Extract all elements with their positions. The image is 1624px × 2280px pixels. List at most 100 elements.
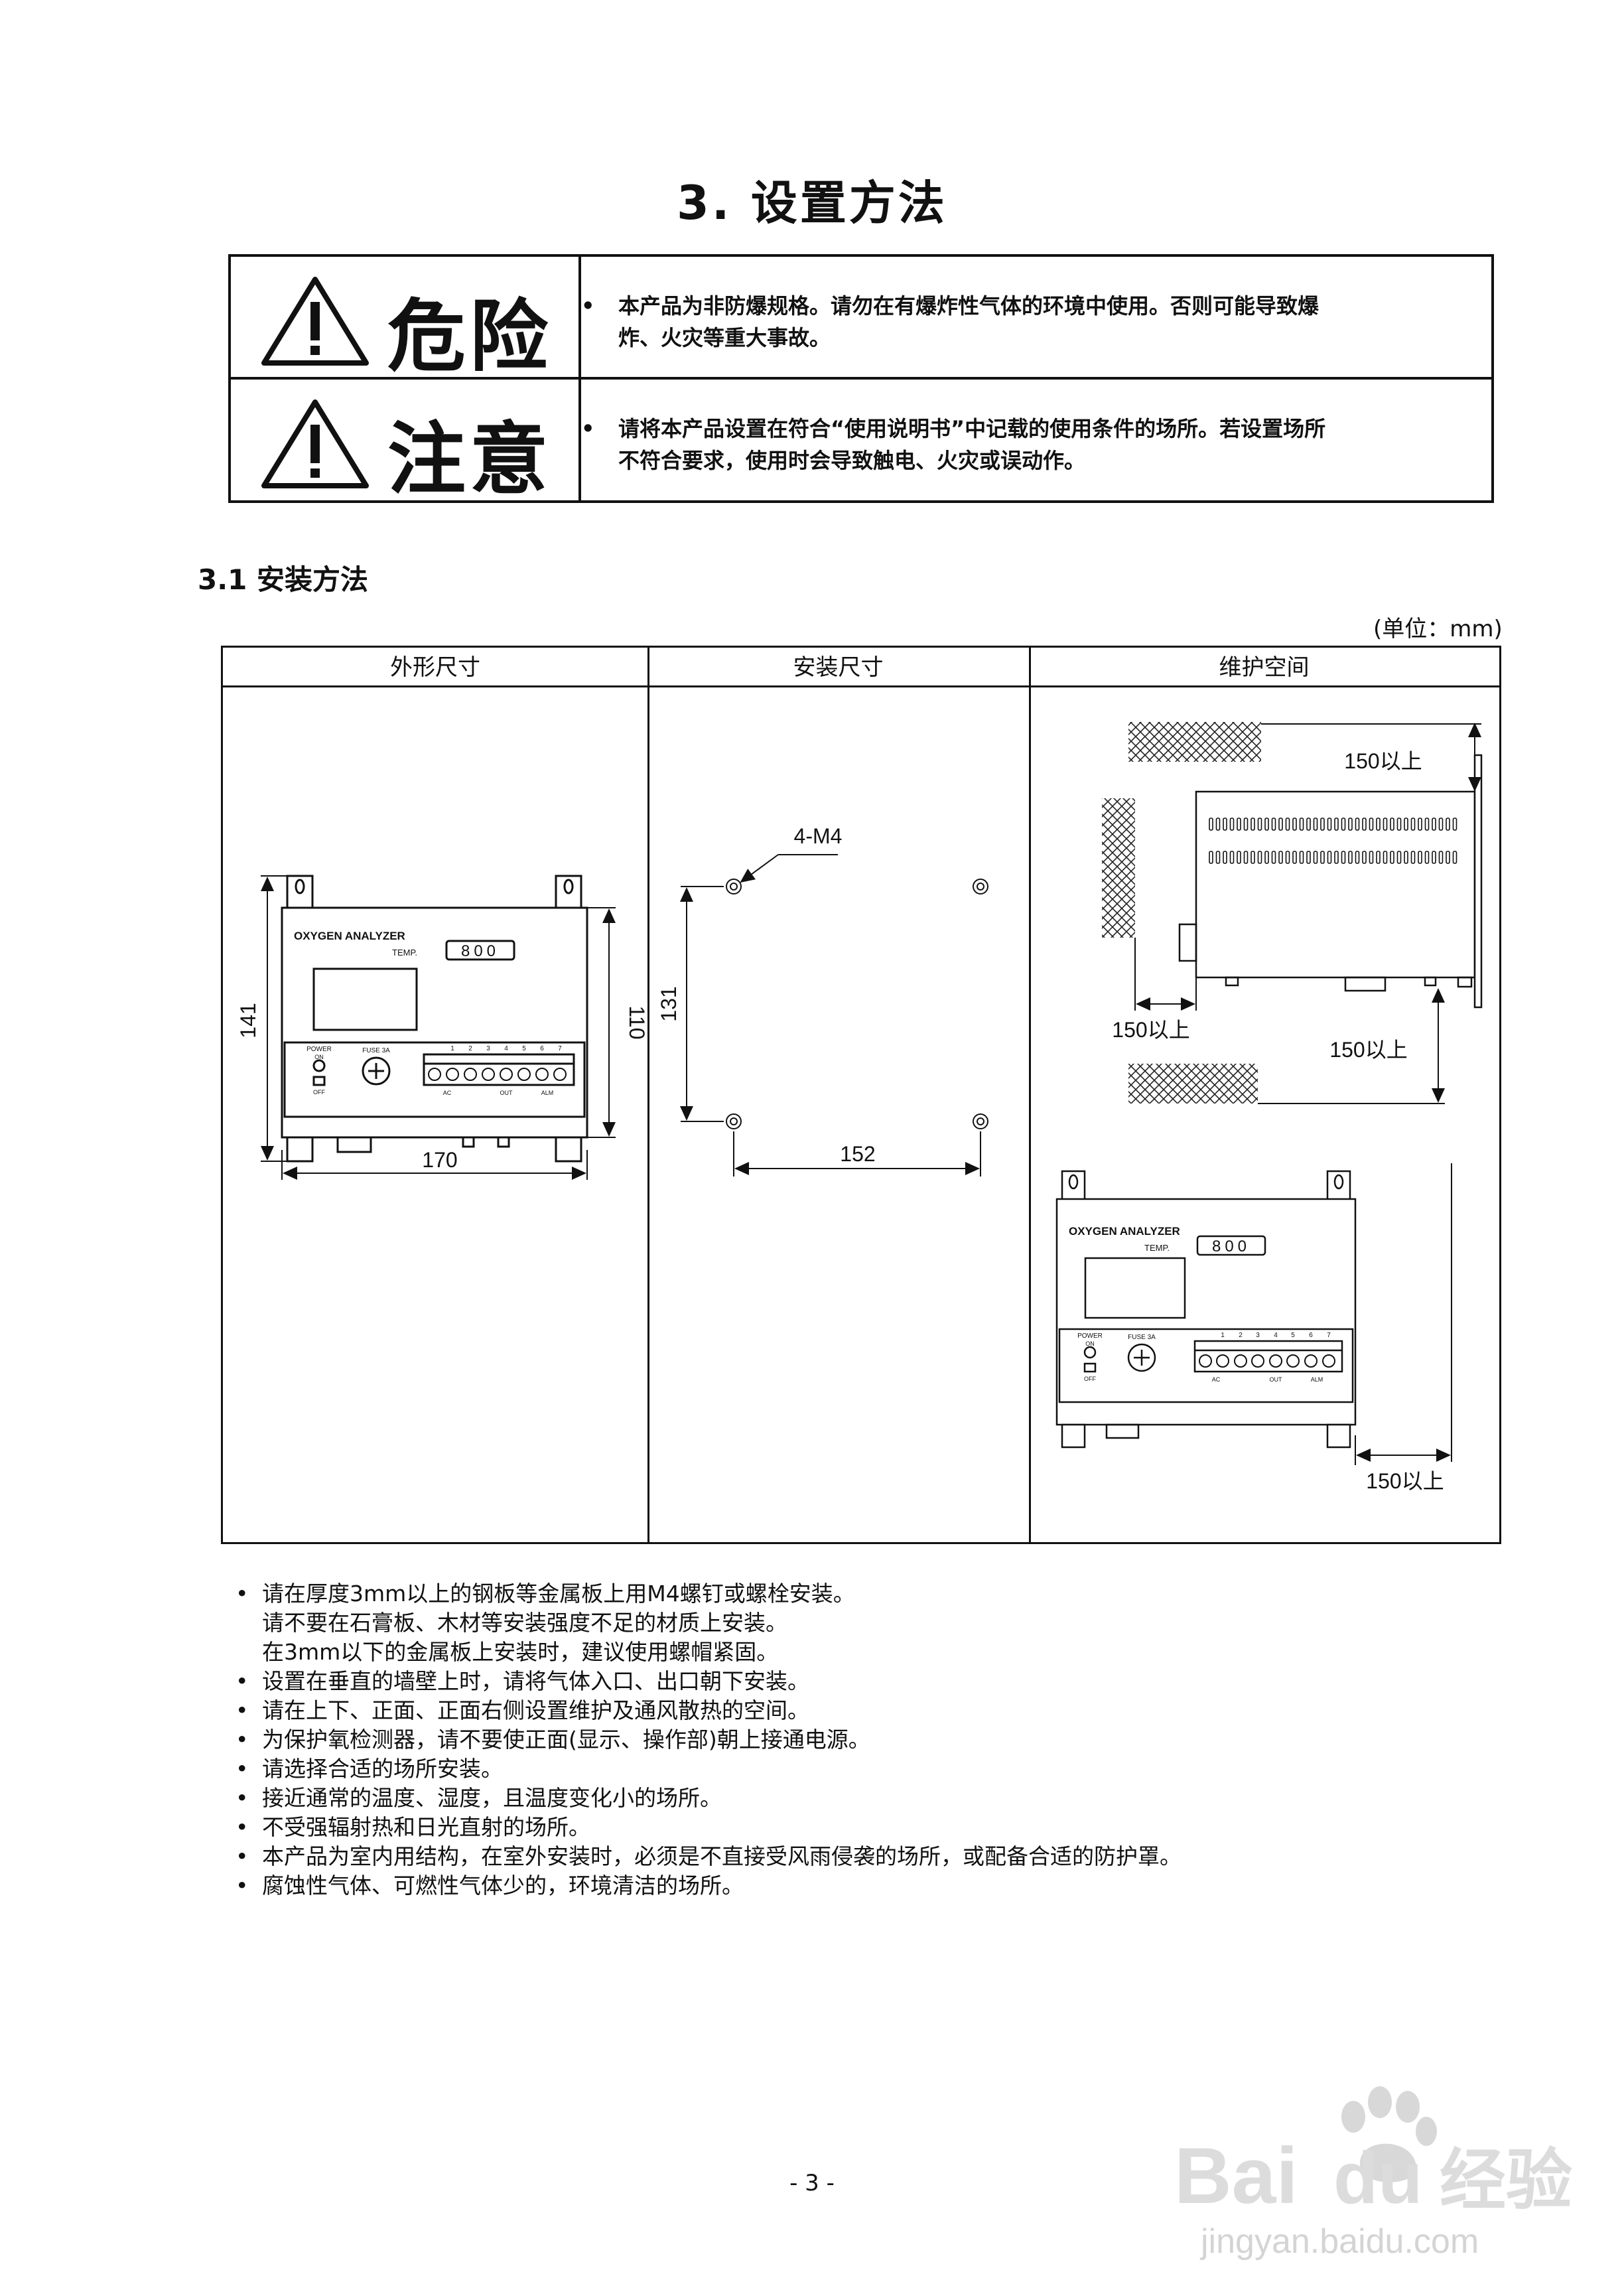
baidu-jingyan-watermark: Bai du 经验 jingyan.baidu.com	[1174, 2086, 1572, 2261]
power-label: POWER	[306, 1046, 332, 1053]
vent-slot	[1243, 818, 1249, 831]
terminal-number: 7	[1327, 1332, 1331, 1339]
note-text: 设置在垂直的墙壁上时，请将气体入口、出口朝下安装。	[262, 1668, 809, 1694]
vent-slot	[1251, 818, 1255, 831]
vent-slot	[1404, 818, 1408, 831]
temp-label: TEMP.	[392, 948, 417, 958]
page-number: - 3 -	[789, 2170, 835, 2196]
note-text: 请在上下、正面、正面右侧设置维护及通风散热的空间。	[262, 1697, 809, 1723]
danger-word: 危险	[387, 291, 553, 382]
caution-row: 注意 • 请将本产品设置在符合“使用说明书”中记载的使用条件的场所。若设置场所 …	[231, 380, 1491, 505]
maintenance-dimension-lines	[1134, 723, 1481, 1104]
terminal-number-labels: 1 2 3 4 5 6 7	[450, 1045, 562, 1052]
col-head-outline: 外形尺寸	[223, 648, 647, 687]
vent-slot	[1299, 818, 1304, 831]
vent-slot	[1369, 851, 1374, 864]
vent-slot	[1257, 818, 1262, 831]
out-label: OUT	[500, 1090, 513, 1096]
vent-slot	[1355, 818, 1360, 831]
fuse-label: FUSE 3A	[1128, 1334, 1156, 1341]
temp-value: 800	[461, 942, 500, 960]
vent-slot	[1292, 818, 1297, 831]
alm-label: ALM	[541, 1090, 554, 1096]
vent-slot	[1243, 851, 1249, 864]
vent-slot	[1410, 818, 1416, 831]
terminal-number: 7	[558, 1045, 562, 1052]
ac-label: AC	[443, 1090, 452, 1096]
terminal-number: 6	[1309, 1332, 1313, 1339]
mount-width: 152	[840, 1142, 875, 1166]
caution-word: 注意	[387, 413, 553, 505]
vent-slot	[1418, 851, 1422, 864]
mount-hole-label: 4-M4	[794, 824, 843, 848]
note-item: •请选择合适的场所安装。	[236, 1754, 1182, 1784]
unit-note: (单位：mm)	[1373, 616, 1503, 642]
vent-slot	[1438, 851, 1444, 864]
column-divider	[647, 648, 649, 1542]
note-item: •请在厚度3mm以上的钢板等金属板上用M4螺钉或螺栓安装。	[236, 1579, 1182, 1608]
vent-slot	[1452, 818, 1457, 831]
out-label: OUT	[1270, 1376, 1283, 1383]
on-label: ON	[1085, 1340, 1095, 1347]
warning-table: 危险 • 本产品为非防爆规格。请勿在有爆炸性气体的环境中使用。否则可能导致爆 炸…	[228, 254, 1494, 505]
danger-label-cell: 危险	[231, 257, 581, 382]
page-title: 3. 设置方法	[677, 176, 947, 230]
vent-slot	[1257, 851, 1262, 864]
caution-label-cell: 注意	[231, 380, 581, 505]
vent-slot	[1432, 851, 1436, 864]
fuse-label: FUSE 3A	[362, 1047, 390, 1054]
vent-slot	[1362, 818, 1367, 831]
bullet-icon: •	[236, 1756, 249, 1782]
danger-line-2: 炸、火灾等重大事故。	[618, 325, 831, 350]
clearance-right: 150以上	[1366, 1469, 1444, 1493]
device-name: OXYGEN ANALYZER	[1069, 1225, 1180, 1238]
clearance-bottom: 150以上	[1329, 1038, 1407, 1062]
section-title: 3.1 安装方法	[198, 563, 369, 596]
vent-slot	[1264, 818, 1269, 831]
terminal-number: 1	[1221, 1332, 1225, 1339]
terminal-number: 5	[522, 1045, 526, 1052]
outline-width: 170	[422, 1148, 457, 1172]
note-item: •腐蚀性气体、可燃性气体少的，环境清洁的场所。	[236, 1871, 1182, 1900]
note-item: •为保护氧检测器，请不要使正面(显示、操作部)朝上接通电源。	[236, 1725, 1182, 1754]
vent-slot	[1327, 851, 1332, 864]
vent-slot	[1404, 851, 1408, 864]
off-label: OFF	[313, 1089, 325, 1096]
vent-slot	[1418, 818, 1422, 831]
vent-slot	[1348, 818, 1353, 831]
vent-slot	[1209, 818, 1213, 831]
vent-slot	[1271, 818, 1276, 831]
vent-slot	[1334, 851, 1339, 864]
installation-notes: •请在厚度3mm以上的钢板等金属板上用M4螺钉或螺栓安装。请不要在石膏板、木材等…	[236, 1579, 1182, 1900]
vent-slot	[1410, 851, 1416, 864]
vent-slot	[1348, 851, 1353, 864]
vent-slot	[1306, 818, 1311, 831]
vent-slot	[1320, 818, 1325, 831]
vent-slot	[1215, 818, 1221, 831]
vent-slot	[1446, 851, 1450, 864]
outline-height: 141	[236, 1003, 260, 1038]
front-view-drawing	[1055, 1170, 1357, 1449]
warning-triangle-icon	[261, 277, 369, 366]
vent-slot	[1383, 851, 1388, 864]
bullet-icon: •	[236, 1843, 249, 1869]
mounting-drawing	[680, 854, 988, 1176]
danger-line-1: 本产品为非防爆规格。请勿在有爆炸性气体的环境中使用。否则可能导致爆	[618, 293, 1320, 319]
warning-triangle-icon	[261, 399, 369, 488]
vent-slot	[1424, 851, 1430, 864]
terminal-number: 6	[540, 1045, 544, 1052]
front-dimension-lines	[1355, 1163, 1452, 1465]
bullet-icon: •	[236, 1814, 249, 1840]
note-text: 本产品为室内用结构，在室外安装时，必须是不直接受风雨侵袭的场所，或配备合适的防护…	[262, 1843, 1182, 1869]
note-item: •设置在垂直的墙壁上时，请将气体入口、出口朝下安装。	[236, 1667, 1182, 1696]
vent-slot	[1396, 851, 1402, 864]
terminal-screws	[428, 1068, 567, 1081]
vent-slot	[1452, 851, 1457, 864]
temp-value: 800	[1212, 1238, 1251, 1255]
vent-slot	[1285, 851, 1290, 864]
note-item: •接近通常的温度、湿度，且温度变化小的场所。	[236, 1784, 1182, 1813]
terminal-number: 4	[1274, 1332, 1278, 1339]
terminal-number: 3	[486, 1045, 490, 1052]
vent-slot	[1424, 818, 1430, 831]
on-label: ON	[314, 1054, 324, 1060]
